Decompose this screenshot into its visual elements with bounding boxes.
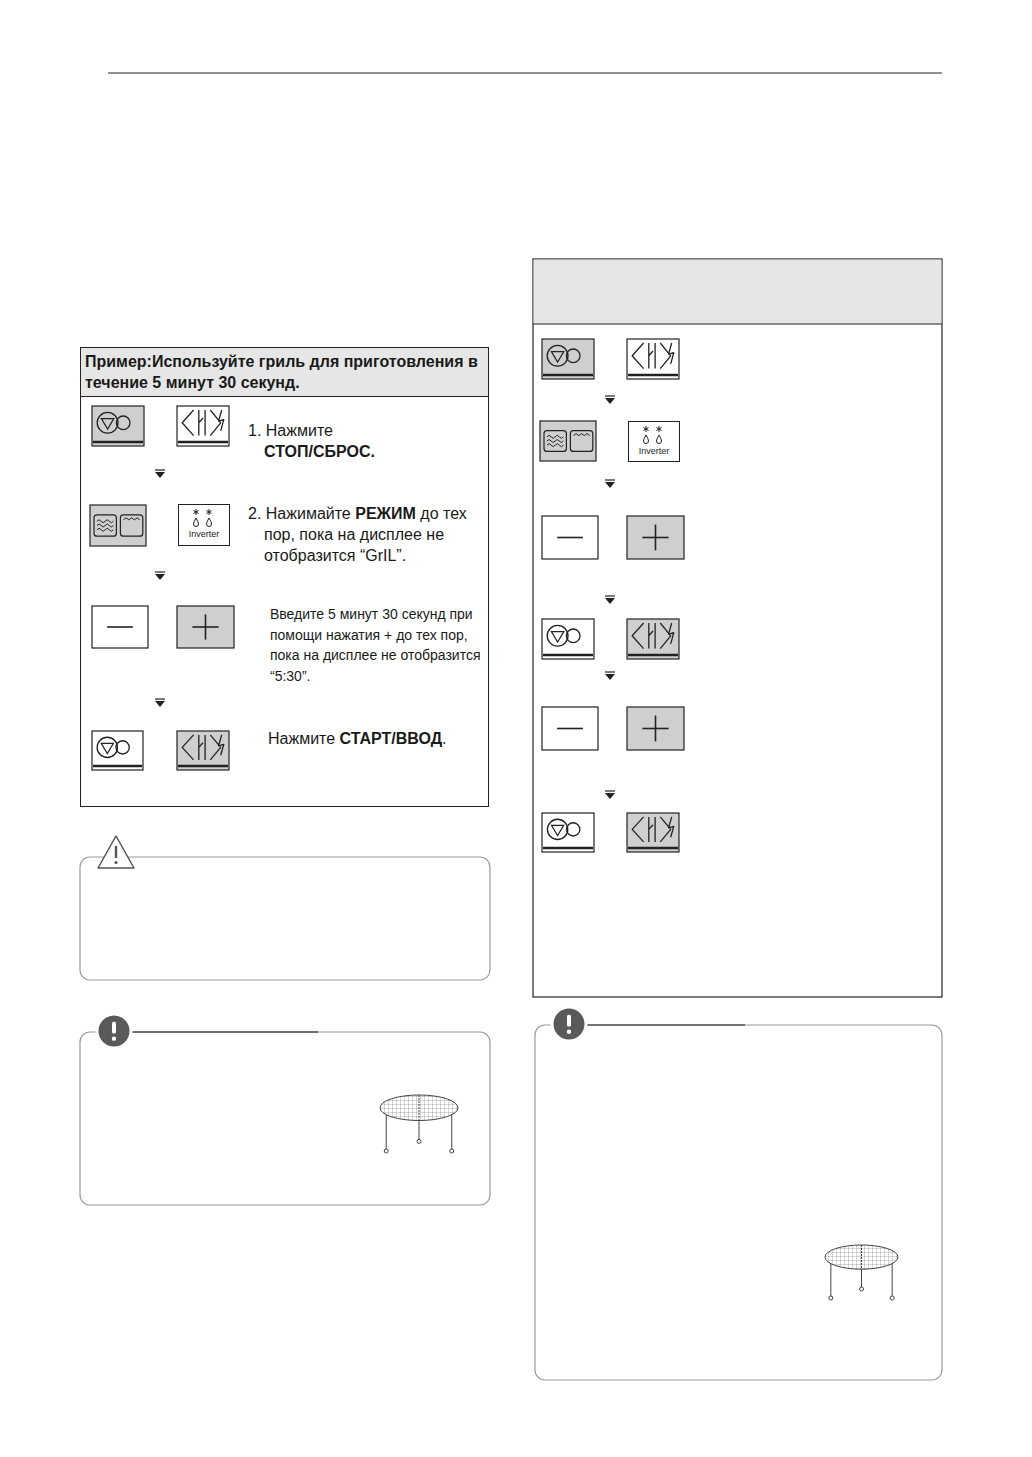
flow-arrow (605, 596, 615, 604)
step-text: РЕЖИМ (355, 505, 416, 522)
stop-reset-button (542, 619, 594, 659)
inverter-button: Inverter (628, 421, 680, 462)
example-heading: Пример:Используйте гриль для приготовлен… (81, 348, 488, 397)
inverter-symbol (184, 507, 224, 529)
instruction-step: Нажмите СТАРТ/ВВОД. (268, 728, 484, 749)
flow-arrow (605, 480, 615, 488)
step-text: Нажмите (268, 730, 335, 747)
top-rule (108, 73, 942, 74)
instruction-step: Введите 5 минут 30 секунд при помощи наж… (270, 604, 484, 686)
grill-rack-illustration (380, 1095, 458, 1153)
minus-button (542, 707, 598, 750)
stop-reset-button (542, 339, 594, 379)
plus-button (627, 707, 684, 750)
instruction-step: 2. НажимайтеРЕЖИМдо тех пор, пока на дис… (248, 503, 482, 566)
start-enter-button (627, 619, 679, 659)
note-box (535, 1007, 942, 1380)
minus-button (92, 606, 148, 648)
caution-box (80, 836, 490, 980)
flow-arrow (155, 699, 165, 707)
plus-button (177, 606, 234, 648)
flow-arrow (605, 791, 615, 799)
plus-button (627, 516, 684, 559)
inverter-button: Inverter (178, 504, 230, 546)
stop-reset-button (92, 731, 143, 770)
stop-reset-button (92, 406, 144, 446)
button-caption: Inverter (629, 446, 679, 459)
instruction-step: 1. НажмитеСТОП/СБРОС. (248, 420, 480, 462)
button-caption: Inverter (179, 529, 229, 542)
step-text: Введите 5 минут 30 секунд при помощи наж… (270, 606, 481, 684)
inverter-symbol (634, 424, 674, 446)
flow-arrow (155, 470, 165, 478)
grill-rack-illustration (825, 1245, 898, 1300)
start-enter-button (627, 813, 679, 852)
mode-button (540, 421, 596, 461)
stop-reset-button (542, 813, 594, 852)
start-enter-button (177, 406, 229, 446)
start-enter-button (627, 339, 679, 379)
right-panel (533, 259, 942, 997)
minus-button (542, 516, 598, 559)
step-text: . (442, 730, 446, 747)
step-text: 2. Нажимайте (248, 505, 351, 522)
step-text: 1. Нажмите (248, 422, 333, 439)
flow-arrow (605, 396, 615, 404)
step-text: СТОП/СБРОС. (264, 441, 476, 462)
flow-arrow (155, 572, 165, 580)
flow-arrow (605, 672, 615, 680)
note-box (80, 1014, 490, 1205)
mode-button (90, 505, 146, 546)
step-text: СТАРТ/ВВОД (340, 730, 443, 747)
start-enter-button (177, 731, 229, 770)
